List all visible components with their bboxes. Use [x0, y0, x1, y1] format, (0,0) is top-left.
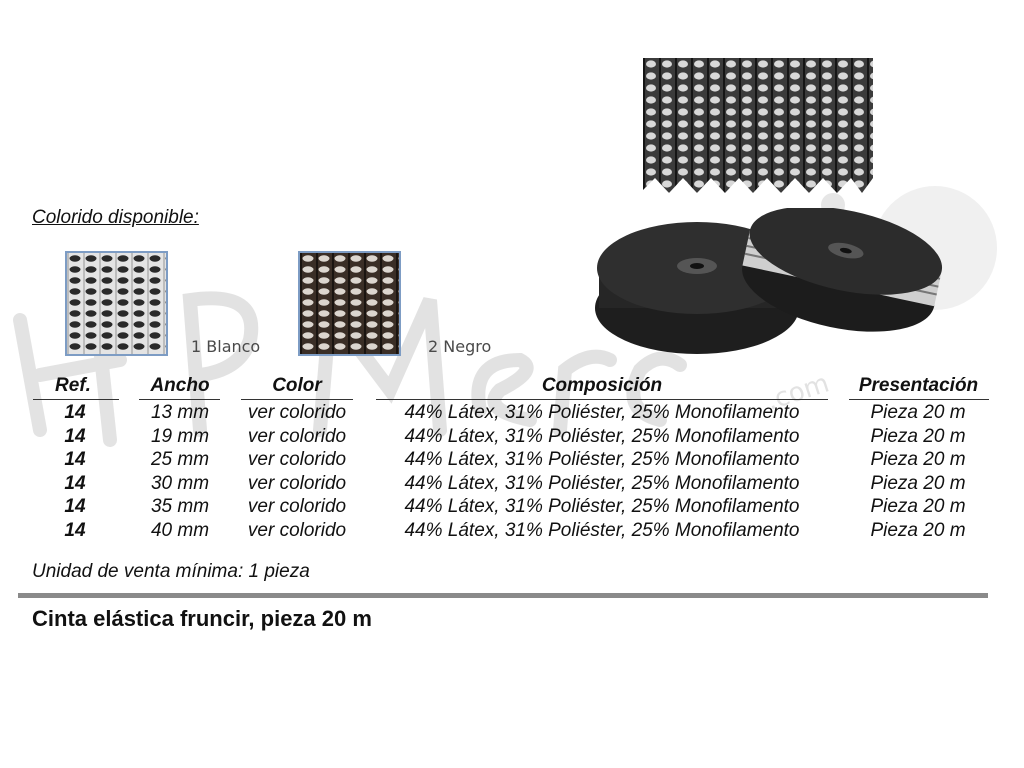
cell-presentacion: Pieza 20 m	[870, 472, 966, 494]
table-row: 14 35 mm ver colorido 44% Látex, 31% Poliés…	[0, 496, 1024, 520]
cell-composicion: 44% Látex, 31% Poliéster, 25% Monofilame…	[404, 496, 800, 518]
cell-composicion: 44% Látex, 31% Poliéster, 25% Monofilame…	[404, 472, 800, 494]
cell-ancho: 13 mm	[150, 402, 210, 423]
header-rule-color	[241, 399, 353, 400]
header-rule-ref	[33, 399, 119, 400]
cell-composicion: 44% Látex, 31% Poliéster, 25% Monofilame…	[404, 449, 800, 471]
table-row: 14 25 mm ver colorido 44% Látex, 31% Poliés…	[0, 449, 1024, 473]
swatch-blanco-photo	[65, 251, 168, 356]
cell-ancho: 35 mm	[150, 496, 210, 518]
table-row: 14 40 mm ver colorido 44% Látex, 31% Poliés…	[0, 520, 1024, 544]
header-composicion: Composición	[541, 375, 663, 396]
header-color: Color	[272, 375, 322, 396]
cell-presentacion: Pieza 20 m	[870, 496, 966, 518]
header-rule-composicion	[376, 399, 828, 400]
swatch-blanco-label: 1 Blanco	[191, 337, 261, 356]
cell-color: ver colorido	[247, 402, 347, 423]
elastic-closeup-photo	[643, 58, 873, 193]
cell-ancho: 40 mm	[150, 520, 210, 541]
cell-ref: 14	[64, 520, 86, 541]
cell-ref: 14	[64, 402, 86, 423]
cell-composicion: 44% Látex, 31% Poliéster, 25% Monofilame…	[404, 520, 800, 541]
cell-ref: 14	[64, 425, 86, 447]
header-ref: Ref.	[55, 375, 91, 396]
header-presentacion: Presentación	[858, 375, 979, 396]
table-row: 14 13 mm ver colorido 44% Látex, 31% Poliés…	[0, 402, 1024, 426]
divider-bar	[18, 593, 988, 598]
product-title: Cinta elástica fruncir, pieza 20 m	[32, 606, 372, 631]
header-rule-ancho	[139, 399, 220, 400]
swatch-negro-label: 2 Negro	[428, 337, 492, 356]
table-row: 14 19 mm ver colorido 44% Látex, 31% Poliés…	[0, 426, 1024, 450]
cell-ref: 14	[64, 449, 86, 471]
table-row: 14 30 mm ver colorido 44% Látex, 31% Poliés…	[0, 473, 1024, 497]
header-ancho: Ancho	[150, 375, 210, 396]
cell-ancho: 30 mm	[150, 472, 210, 494]
cell-color: ver colorido	[247, 520, 347, 541]
cell-ref: 14	[64, 496, 86, 518]
minimum-sale-unit: Unidad de venta mínima: 1 pieza	[32, 561, 310, 582]
cell-presentacion: Pieza 20 m	[870, 425, 966, 447]
cell-color: ver colorido	[247, 496, 347, 518]
cell-color: ver colorido	[247, 449, 347, 471]
colorido-title: Colorido disponible:	[32, 207, 199, 228]
cell-color: ver colorido	[247, 472, 347, 494]
cell-presentacion: Pieza 20 m	[870, 520, 966, 541]
cell-composicion: 44% Látex, 31% Poliéster, 25% Monofilame…	[404, 402, 800, 423]
header-rule-presentacion	[849, 399, 989, 400]
cell-ancho: 25 mm	[150, 449, 210, 471]
cell-presentacion: Pieza 20 m	[870, 402, 966, 423]
cell-ancho: 19 mm	[150, 425, 210, 447]
cell-color: ver colorido	[247, 425, 347, 447]
cell-presentacion: Pieza 20 m	[870, 449, 966, 471]
elastic-rolls-photo	[595, 208, 945, 358]
cell-ref: 14	[64, 472, 86, 494]
cell-composicion: 44% Látex, 31% Poliéster, 25% Monofilame…	[404, 425, 800, 447]
swatch-negro-photo	[298, 251, 401, 356]
